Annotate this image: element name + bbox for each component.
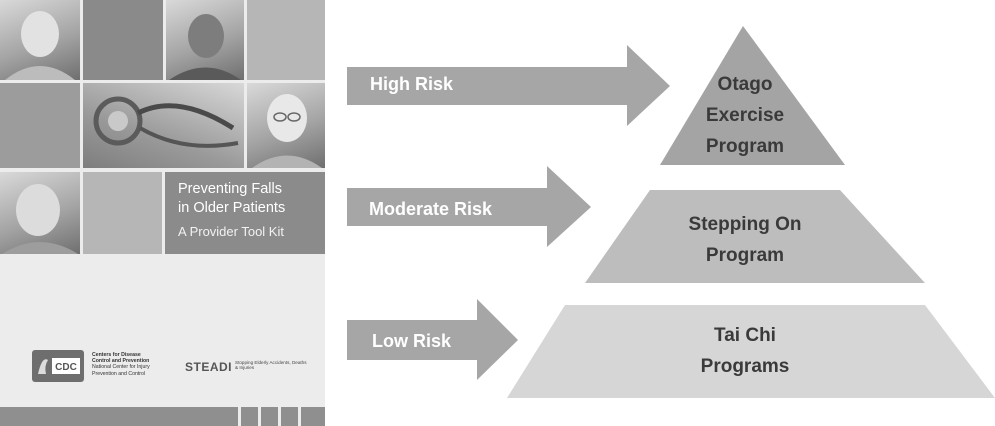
cover-footer-bar — [241, 407, 258, 426]
org-line: National Center for Injury — [92, 364, 150, 371]
cover-tile — [83, 0, 163, 80]
older-woman-photo — [0, 172, 80, 254]
tier-label-line: Program — [705, 136, 785, 157]
tier-label-line: Stepping On — [688, 214, 802, 235]
cover-title-line-1: Preventing Falls — [178, 181, 282, 197]
cover-tile — [0, 83, 80, 168]
cover-tile — [83, 172, 162, 254]
steadi-tagline: Stopping Elderly Accidents, Deaths & Inj… — [235, 360, 307, 371]
cover-footer-bar — [301, 407, 325, 426]
cover-footer-bar — [281, 407, 298, 426]
tier-label-line: Programs — [700, 356, 790, 377]
org-line: Control and Prevention — [92, 358, 150, 365]
low-risk-label: Low Risk — [372, 331, 452, 351]
cover-tile — [247, 0, 325, 80]
stepping-on-program-label: Stepping On Program — [630, 209, 860, 271]
low-risk-arrow — [347, 299, 518, 380]
otago-program-label: Otago Exercise Program — [670, 69, 820, 162]
tier-label-line: Otago — [717, 74, 773, 95]
tier-label-line: Program — [705, 245, 785, 266]
high-risk-arrow — [347, 45, 670, 126]
older-woman-photo — [247, 83, 325, 168]
older-man-photo — [0, 0, 80, 80]
tier-label-line: Exercise — [705, 105, 785, 126]
tier-label-line: Tai Chi — [714, 325, 776, 346]
stethoscope-photo — [83, 83, 244, 168]
moderate-risk-arrow — [347, 166, 591, 247]
pyramid-tier-bottom — [507, 305, 995, 398]
steadi-logo: STEADI — [185, 360, 233, 374]
cover-title-panel: Preventing Falls in Older Patients A Pro… — [165, 172, 325, 254]
cover-footer-bar — [0, 407, 238, 426]
pyramid-tier-middle — [585, 190, 925, 283]
toolkit-cover: Preventing Falls in Older Patients A Pro… — [0, 0, 325, 426]
moderate-risk-label: Moderate Risk — [369, 199, 493, 219]
cdc-logo: CDC — [32, 350, 84, 382]
pyramid-tier-top — [660, 26, 845, 165]
cover-title-line-2: in Older Patients — [178, 200, 286, 216]
risk-pyramid-diagram: High Risk Moderate Risk Low Risk Otago E… — [325, 0, 995, 426]
org-line: Centers for Disease — [92, 352, 141, 358]
cover-footer-bar — [261, 407, 278, 426]
high-risk-label: High Risk — [370, 74, 454, 94]
tai-chi-program-label: Tai Chi Programs — [610, 320, 880, 382]
cover-subtitle: A Provider Tool Kit — [178, 224, 284, 239]
org-line: Prevention and Control — [92, 370, 146, 377]
diagram-shapes — [347, 26, 995, 398]
cdc-org-text: Centers for Disease Control and Preventi… — [92, 352, 162, 377]
older-man-photo — [166, 0, 244, 80]
cdc-mark-text: CDC — [55, 362, 77, 373]
